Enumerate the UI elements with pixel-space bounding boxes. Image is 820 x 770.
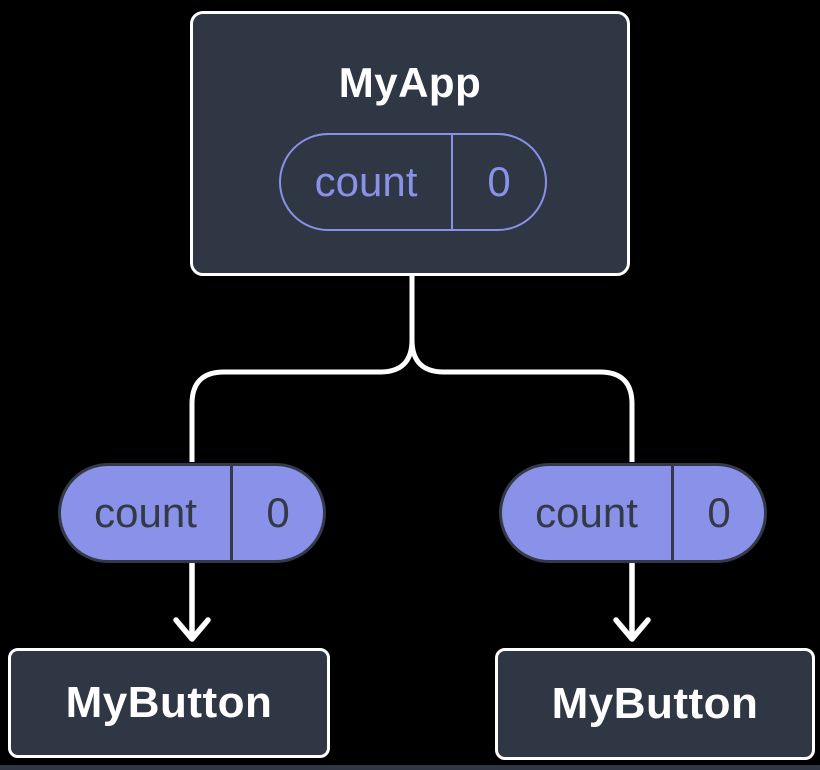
prop-value: 0 — [266, 489, 290, 536]
mybutton-title: MyButton — [65, 678, 273, 727]
prop-name: count — [61, 466, 233, 560]
component-node-mybutton-right: MyButton — [495, 648, 815, 760]
component-node-myapp: MyApp count 0 — [190, 11, 630, 276]
prop-name: count — [502, 466, 674, 560]
prop-pill-left: count 0 — [58, 463, 326, 563]
prop-value: 0 — [707, 489, 731, 536]
component-node-mybutton-left: MyButton — [8, 648, 330, 758]
mybutton-title: MyButton — [551, 679, 759, 728]
cropped-element-edge — [0, 765, 820, 770]
state-name: count — [281, 135, 453, 229]
down-arrow-right-icon — [613, 559, 651, 642]
state-pill-myapp: count 0 — [279, 133, 547, 231]
prop-pill-right: count 0 — [499, 463, 767, 563]
myapp-title: MyApp — [338, 59, 482, 106]
down-arrow-left-icon — [173, 559, 211, 642]
state-value: 0 — [487, 158, 511, 205]
edge-root-to-left-pill — [189, 276, 415, 462]
edge-root-to-right-pill — [409, 276, 635, 462]
